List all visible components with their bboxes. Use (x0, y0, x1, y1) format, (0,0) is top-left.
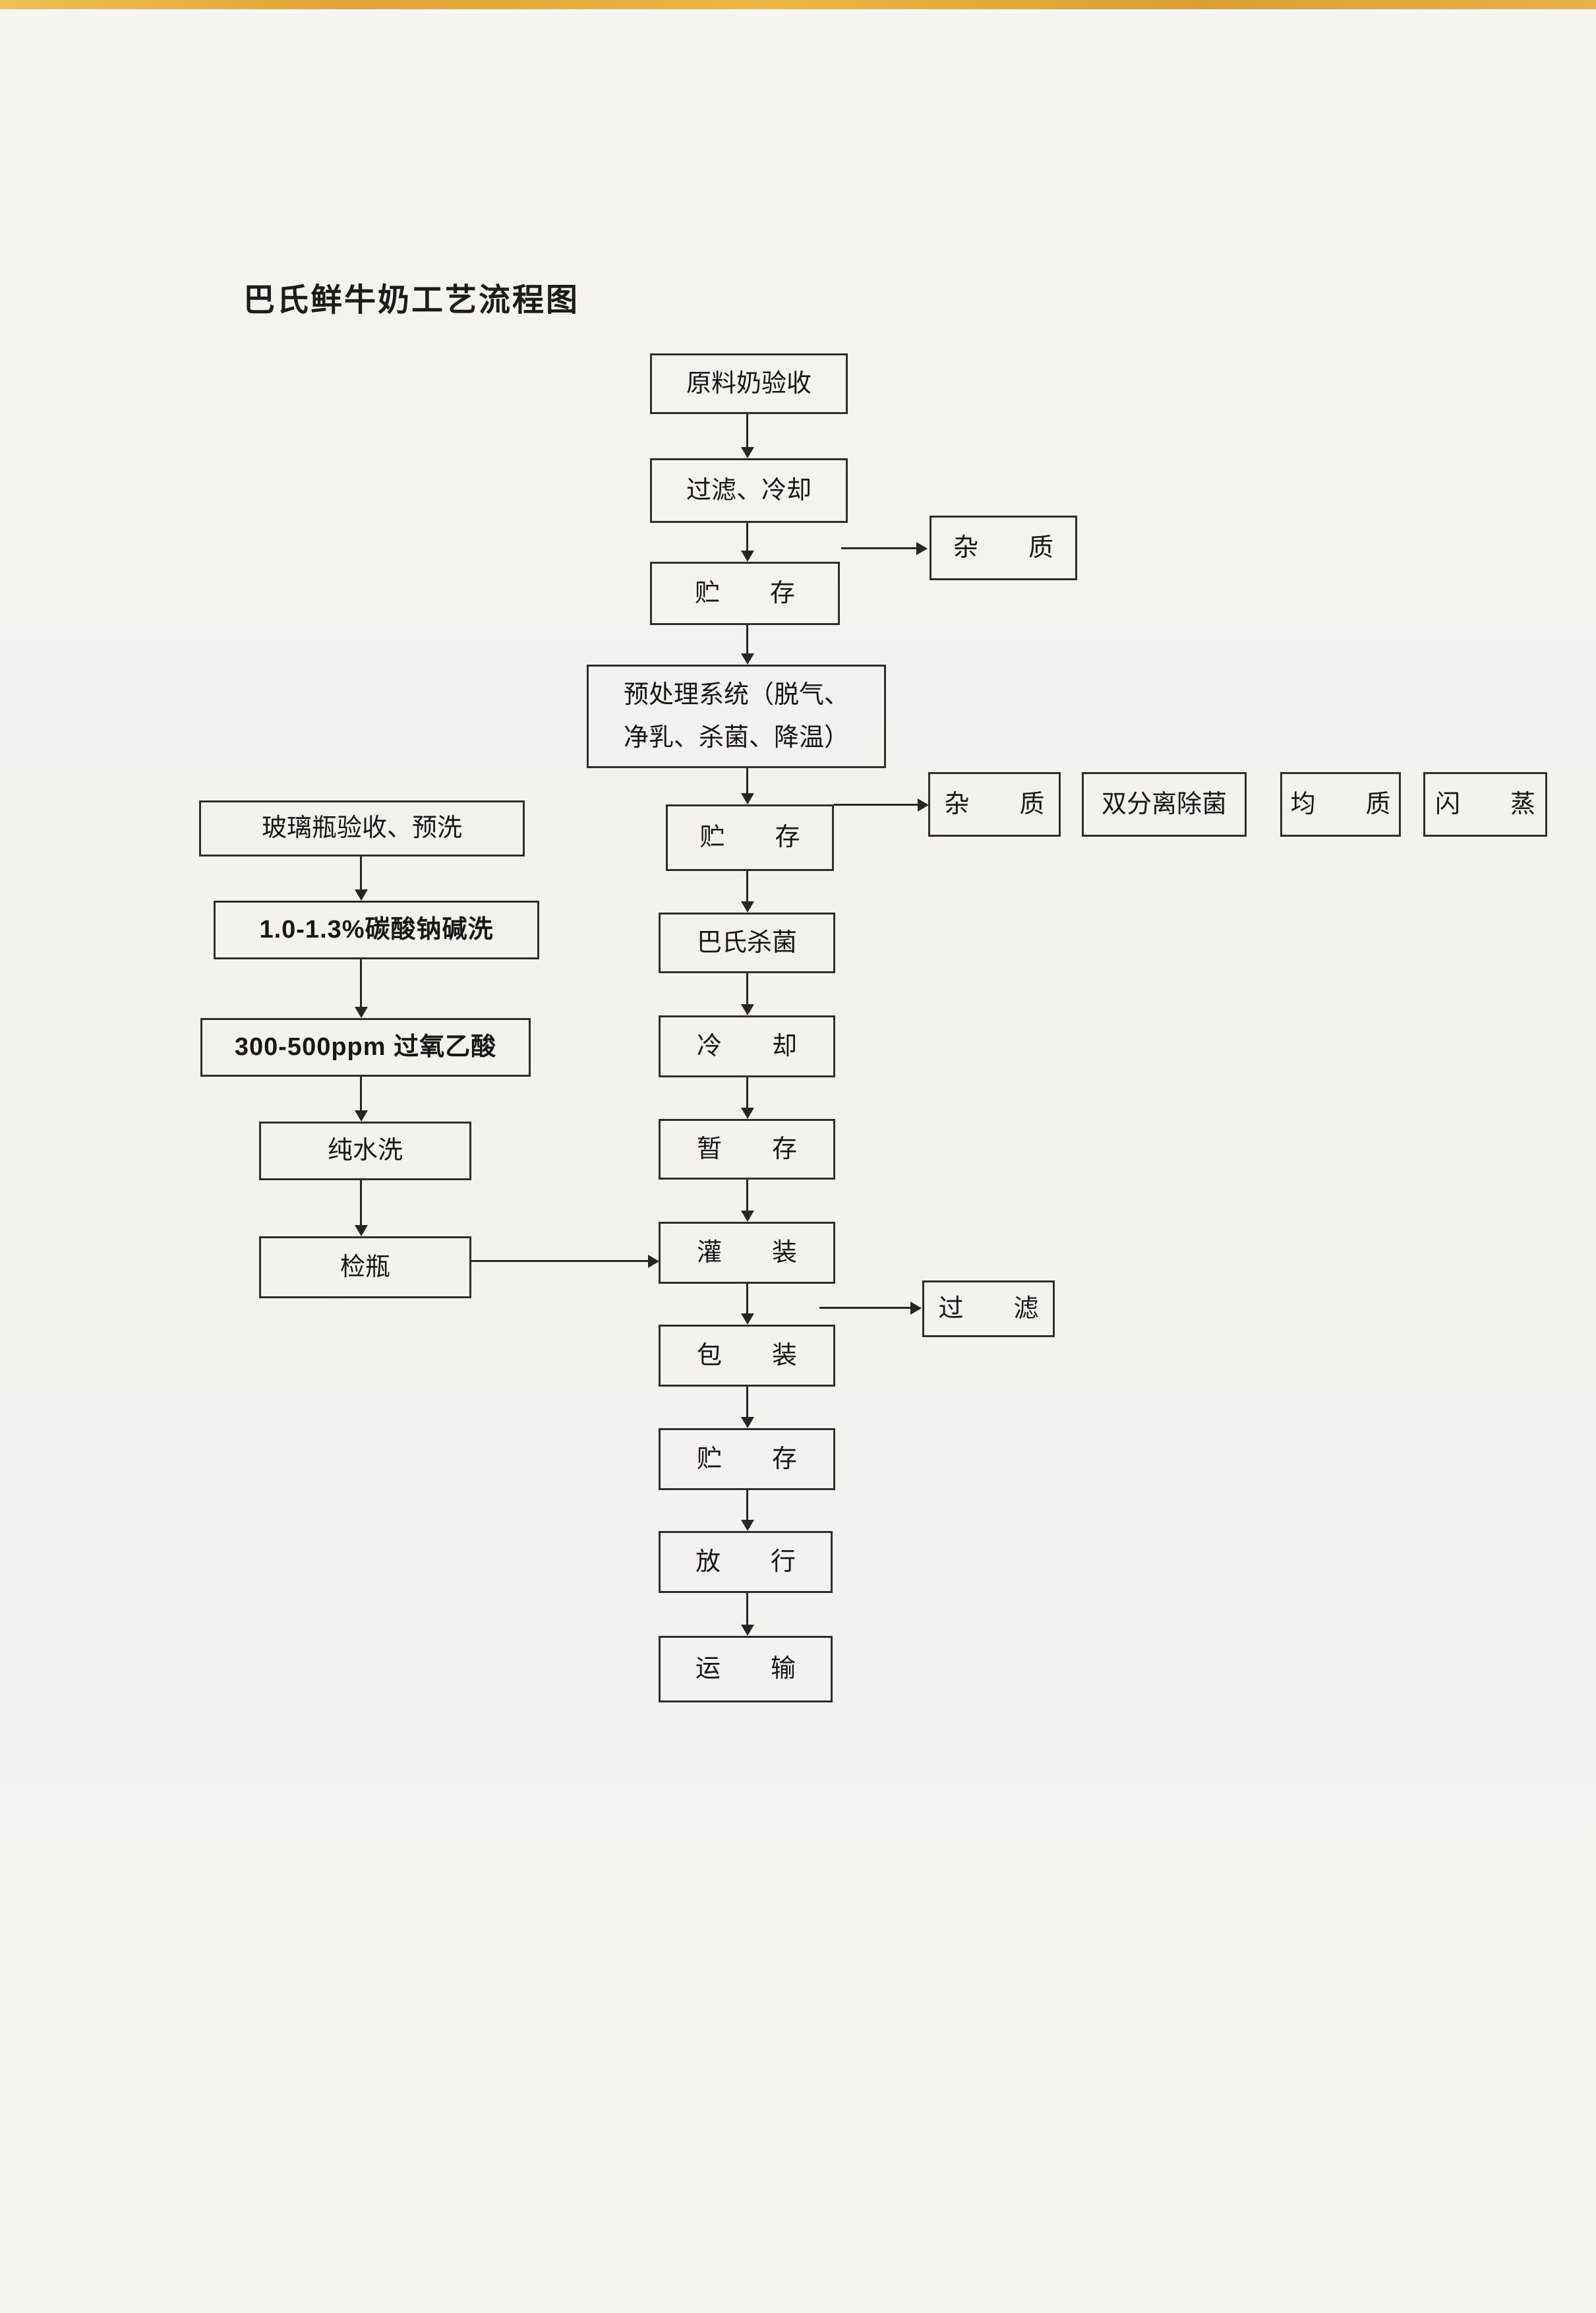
node-impurities-1: 杂 质 (930, 516, 1077, 580)
node-filtration-check: 过 滤 (922, 1280, 1055, 1337)
node-flash-evaporation: 闪 蒸 (1423, 772, 1547, 837)
arrow-pretreatment-to-storage2 (746, 768, 748, 793)
node-storage-2: 贮 存 (666, 804, 834, 871)
node-cooling: 冷 却 (659, 1015, 835, 1077)
node-filling: 灌 装 (659, 1222, 835, 1284)
node-peracetic-acid-wash: 300-500ppm 过氧乙酸 (200, 1018, 531, 1077)
arrow-packaging-to-storage3 (746, 1387, 748, 1417)
node-storage-1: 贮 存 (650, 562, 840, 625)
node-pasteurization: 巴氏杀菌 (659, 913, 835, 973)
node-temporary-storage: 暂 存 (659, 1119, 835, 1180)
node-filtration-cooling: 过滤、冷却 (650, 458, 848, 523)
arrow-bottle-inspection-to-filling (471, 1260, 648, 1262)
arrow-release-to-transport (746, 1593, 748, 1625)
arrow-storage3-to-release (746, 1490, 748, 1520)
page-title: 巴氏鲜牛奶工艺流程图 (243, 283, 580, 318)
arrow-filling-to-packaging (746, 1284, 748, 1313)
node-pretreatment-system: 预处理系统（脱气、 净乳、杀菌、降温） (587, 665, 886, 768)
node-packaging: 包 装 (659, 1325, 835, 1387)
node-dual-separation-sterilization: 双分离除菌 (1082, 772, 1247, 837)
node-bottle-inspection: 检瓶 (259, 1236, 471, 1298)
node-glass-bottle-acceptance-prewash: 玻璃瓶验收、预洗 (199, 800, 525, 856)
node-homogenization: 均 质 (1280, 772, 1401, 837)
arrow-peracetic-acid-to-pure-water (360, 1077, 362, 1110)
arrow-cooling-to-temporary-storage (746, 1077, 748, 1108)
arrow-storage1-to-impurities1 (841, 547, 916, 549)
arrow-pasteurization-to-cooling (746, 973, 748, 1004)
node-impurities-2: 杂 质 (928, 772, 1061, 837)
arrow-filtration-to-storage1 (746, 523, 748, 551)
arrow-alkali-wash-to-peracetic-acid (360, 959, 362, 1007)
node-raw-milk-acceptance: 原料奶验收 (650, 353, 848, 414)
arrow-storage2-to-pasteurization (746, 871, 748, 901)
arrow-pure-water-to-bottle-inspection (360, 1180, 362, 1225)
arrow-storage2-to-impurities2 (834, 804, 918, 806)
arrow-temporary-storage-to-filling (746, 1180, 748, 1211)
node-release: 放 行 (659, 1531, 833, 1593)
arrow-storage1-to-pretreatment (746, 625, 748, 653)
arrow-raw-milk-to-filtration (746, 414, 748, 447)
arrow-filling-to-filtration-check (819, 1307, 910, 1309)
scan-edge-artifact (0, 0, 1596, 9)
node-storage-3: 贮 存 (659, 1428, 835, 1490)
node-soda-alkali-wash: 1.0-1.3%碳酸钠碱洗 (214, 901, 539, 959)
node-pure-water-wash: 纯水洗 (259, 1122, 471, 1180)
node-transport: 运 输 (659, 1636, 833, 1702)
arrow-bottle-acceptance-to-alkali-wash (360, 856, 362, 889)
